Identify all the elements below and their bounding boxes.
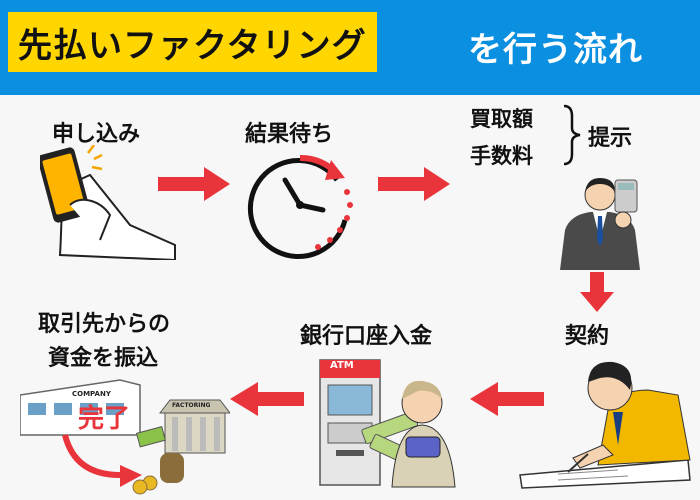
- atm-icon: [319, 359, 456, 488]
- company-sign: COMPANY: [72, 390, 111, 398]
- flow-arrow-2: [378, 167, 450, 201]
- smartphone-hand-icon: [40, 145, 176, 260]
- step-contract-label: 契約: [565, 324, 610, 349]
- flow-arrow-down: [580, 272, 614, 312]
- signing-businessman-icon: [519, 361, 691, 489]
- factoring-sign: FACTORING: [172, 402, 211, 409]
- page-title-rest: を行う流れ: [468, 30, 643, 70]
- done-label: 完了: [78, 404, 131, 434]
- step-transfer-line1: 取引先からの: [38, 312, 171, 337]
- flow-arrow-3: [470, 382, 544, 416]
- step-atm-label: 銀行口座入金: [300, 324, 433, 349]
- brace-icon: [563, 104, 581, 166]
- offer-line-price: 買取額: [470, 107, 533, 131]
- company-to-factoring-icon: [20, 379, 230, 495]
- offer-action-label: 提示: [588, 126, 633, 151]
- atm-sign: ATM: [330, 360, 354, 371]
- offer-line-fee: 手数料: [470, 144, 533, 168]
- step-apply-label: 申し込み: [52, 122, 141, 147]
- flow-arrow-1: [158, 167, 230, 201]
- clock-icon: [247, 154, 353, 260]
- page-title: 先払いファクタリング: [18, 25, 367, 66]
- flow-arrow-4: [230, 382, 304, 416]
- step-transfer-line2: 資金を振込: [48, 346, 159, 371]
- title-highlight-box: 先払いファクタリング: [8, 12, 377, 72]
- step-wait-label: 結果待ち: [245, 122, 334, 147]
- businessman-calculator-icon: [560, 178, 640, 270]
